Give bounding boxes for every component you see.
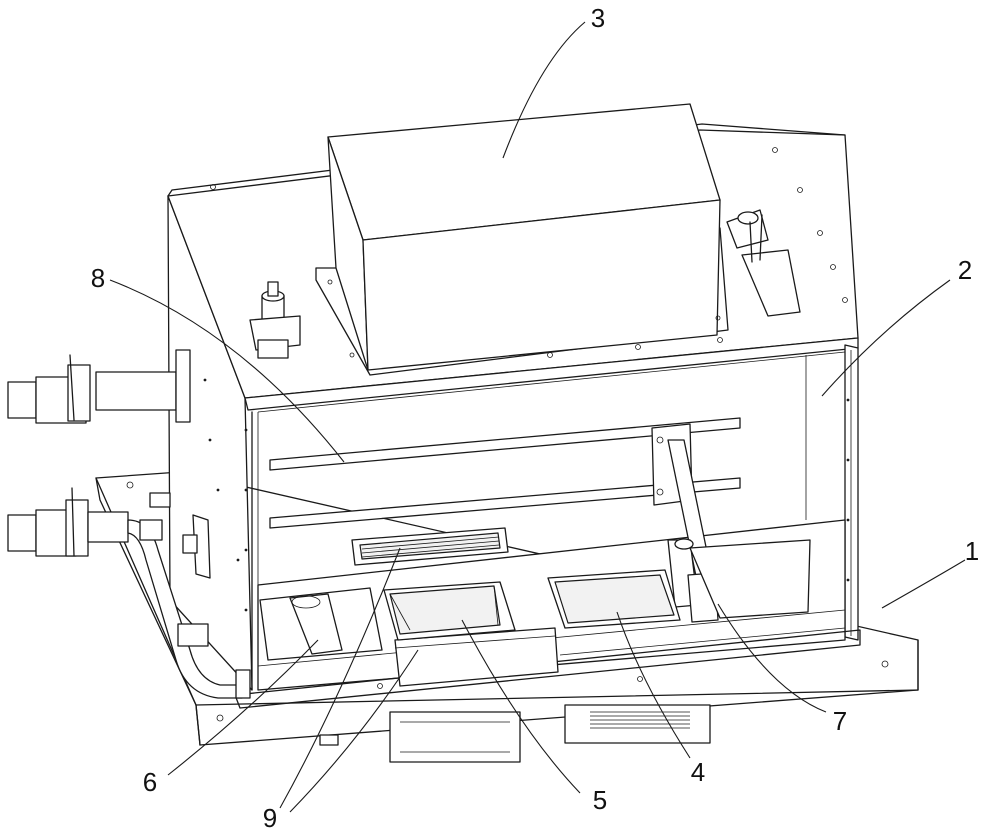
callout-8: 8 xyxy=(90,263,106,293)
bottom-motors xyxy=(319,704,711,763)
motor-fins xyxy=(590,711,690,729)
leader-lines xyxy=(109,21,966,813)
top-box xyxy=(315,103,729,376)
hopper xyxy=(383,581,516,641)
front-bar xyxy=(394,627,559,687)
side-brackets xyxy=(149,492,211,579)
leader-9a xyxy=(279,547,401,809)
callout-7: 7 xyxy=(832,706,848,736)
trough xyxy=(259,587,383,661)
leader-5 xyxy=(461,619,581,794)
leader-4 xyxy=(616,611,691,759)
callout-1: 1 xyxy=(964,536,980,566)
callout-9: 9 xyxy=(262,803,278,833)
callout-5: 5 xyxy=(592,785,608,815)
callout-4: 4 xyxy=(690,757,706,787)
callout-2: 2 xyxy=(957,255,973,285)
callout-3: 3 xyxy=(590,3,606,33)
rails xyxy=(269,417,741,529)
opening xyxy=(547,539,811,629)
callout-6: 6 xyxy=(142,767,158,797)
leader-6 xyxy=(167,639,319,776)
leader-9b xyxy=(289,649,419,813)
leader-2 xyxy=(821,279,951,397)
leader-1 xyxy=(881,559,966,609)
top-slot-fitting xyxy=(726,209,801,317)
lower-pipe xyxy=(7,487,251,699)
upper-pipe xyxy=(7,349,191,424)
top-valve xyxy=(249,281,301,359)
leader-7 xyxy=(717,603,827,713)
leader-3 xyxy=(502,21,586,159)
leader-8 xyxy=(109,279,345,463)
perforated-plate xyxy=(351,527,509,566)
